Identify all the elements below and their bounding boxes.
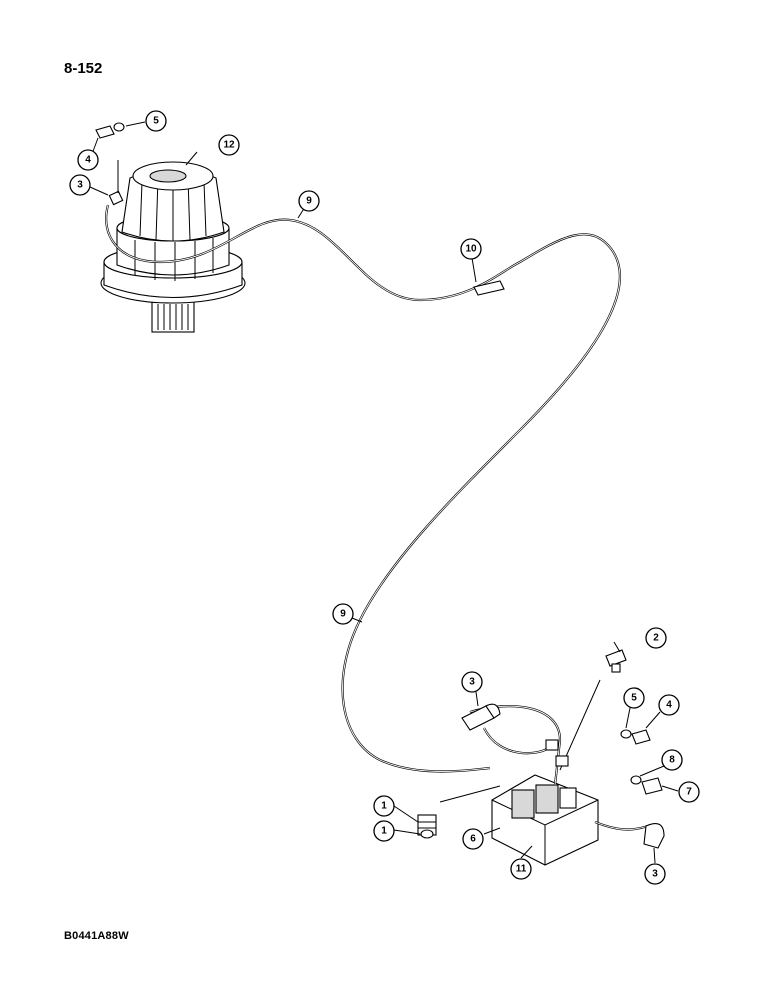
callout-11: 11: [510, 858, 532, 880]
callout-3-valve-top: 3: [461, 671, 483, 693]
svg-text:10: 10: [465, 244, 477, 255]
callout-10: 10: [460, 238, 482, 260]
svg-text:5: 5: [631, 693, 637, 704]
svg-text:8: 8: [669, 755, 675, 766]
svg-text:4: 4: [666, 700, 672, 711]
callout-6: 6: [462, 828, 484, 850]
svg-text:4: 4: [85, 155, 91, 166]
callout-1-lower: 1: [373, 820, 395, 842]
svg-text:12: 12: [223, 140, 235, 151]
callout-12: 12: [218, 134, 240, 156]
callout-5-lower: 5: [623, 687, 645, 709]
callout-7: 7: [678, 781, 700, 803]
callout-9-lower: 9: [332, 603, 354, 625]
o-ring-top: [113, 122, 125, 132]
valve-fitting-b: [555, 755, 569, 767]
swivel-shaft: [151, 301, 195, 333]
svg-text:1: 1: [381, 826, 387, 837]
valve-spool-b: [535, 784, 559, 814]
o-ring-1: [420, 829, 434, 839]
o-ring-8: [630, 775, 642, 785]
swivel-assembly: [100, 161, 246, 333]
hose-clip: [473, 280, 505, 296]
svg-text:11: 11: [516, 864, 527, 875]
callout-4-lower: 4: [658, 694, 680, 716]
callout-3-top: 3: [69, 174, 91, 196]
callout-3-right: 3: [644, 863, 666, 885]
elbow-fitting-top: [108, 190, 124, 206]
callout-9-upper: 9: [298, 190, 320, 212]
callout-4-top: 4: [77, 149, 99, 171]
svg-text:7: 7: [686, 787, 692, 798]
svg-text:9: 9: [340, 609, 346, 620]
top-fittings: [95, 122, 125, 139]
valve-fitting-a: [545, 739, 559, 751]
o-ring-lower: [620, 729, 632, 739]
elbow-3-right: [643, 823, 665, 849]
valve-assembly: [417, 649, 665, 866]
valve-spool-a: [511, 789, 535, 819]
leader-lines: [89, 121, 679, 864]
svg-text:5: 5: [153, 116, 159, 127]
svg-text:6: 6: [470, 834, 476, 845]
svg-text:1: 1: [381, 801, 387, 812]
callout-2: 2: [645, 627, 667, 649]
tee-fitting: [605, 649, 627, 667]
hose-9: [105, 160, 622, 773]
adapter-fitting-7: [641, 777, 663, 795]
svg-text:3: 3: [469, 677, 475, 688]
adapter-fitting-top: [95, 125, 115, 139]
figure-code: B0441A88W: [64, 930, 129, 942]
svg-text:3: 3: [77, 180, 83, 191]
svg-text:9: 9: [306, 196, 312, 207]
callout-5-top: 5: [145, 110, 167, 132]
svg-text:2: 2: [653, 633, 659, 644]
page-number: 8-152: [64, 60, 103, 77]
adapter-fitting-lower: [631, 729, 651, 745]
svg-text:3: 3: [652, 869, 658, 880]
callout-1-upper: 1: [373, 795, 395, 817]
callout-8: 8: [661, 749, 683, 771]
